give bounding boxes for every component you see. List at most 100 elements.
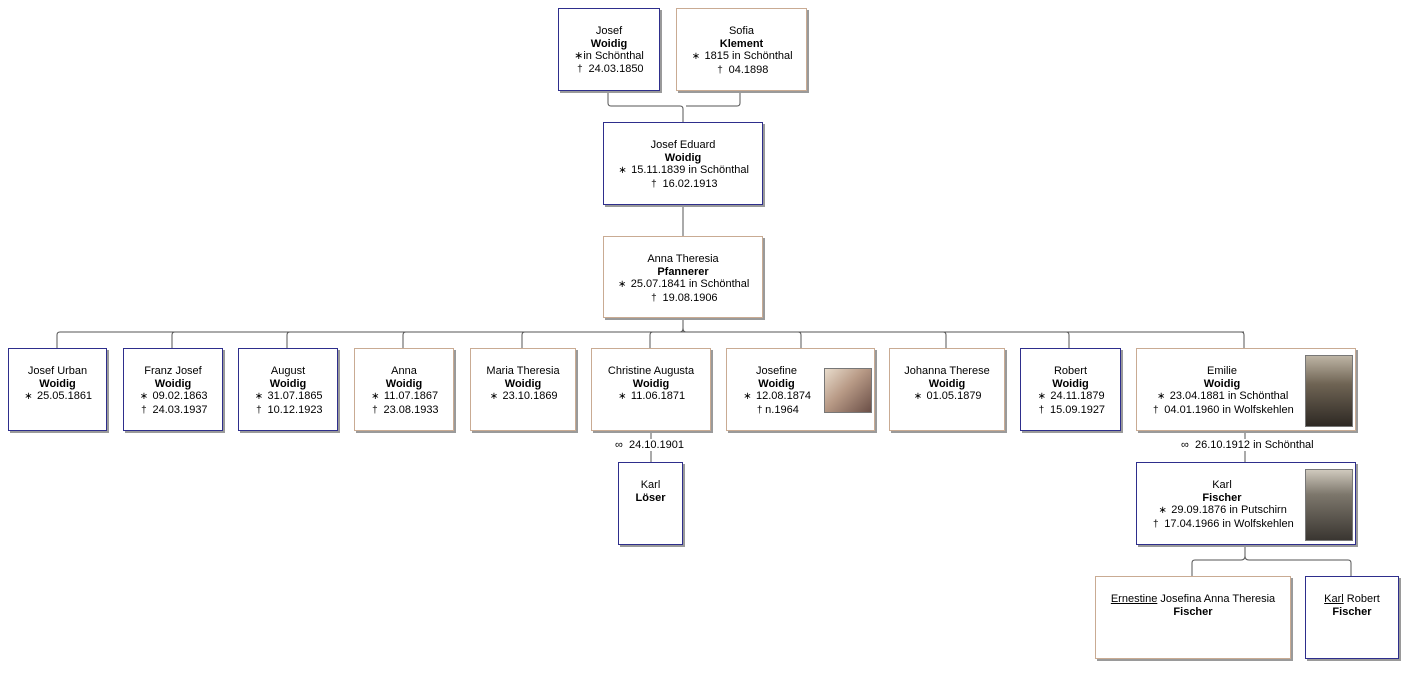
death-line: † 10.12.1923 xyxy=(239,404,337,418)
person-card-josefine[interactable]: Josefine Woidig ∗ 12.08.1874 †n.1964 xyxy=(726,348,875,431)
death-icon: † xyxy=(577,63,583,75)
person-card-anna-theresia[interactable]: Anna Theresia Pfannerer ∗ 25.07.1841 in … xyxy=(603,236,763,318)
given-name: Ernestine Josefina Anna Theresia xyxy=(1110,593,1276,605)
family-name: Woidig xyxy=(664,151,702,164)
person-card-ernestine[interactable]: Ernestine Josefina Anna Theresia Fischer xyxy=(1095,576,1291,659)
person-card-sofia[interactable]: Sofia Klement ∗ 1815 in Schönthal † 04.1… xyxy=(676,8,807,91)
connector-child-7 xyxy=(797,331,802,348)
birth-line: ∗ 25.05.1861 xyxy=(24,390,93,402)
family-name: Klement xyxy=(719,37,764,50)
given-name: Emilie xyxy=(1207,365,1237,377)
birth-line: ∗in Schönthal xyxy=(574,50,644,62)
family-name: Löser xyxy=(635,491,666,504)
birth-icon: ∗ xyxy=(24,391,33,402)
given-name: Sofia xyxy=(728,25,755,37)
family-name: Woidig xyxy=(1052,377,1089,390)
given-name: Josefine xyxy=(756,365,797,377)
death-icon: † xyxy=(141,404,147,416)
connector-sofia xyxy=(686,90,741,107)
birth-icon: ∗ xyxy=(371,391,380,402)
person-card-karl-fischer[interactable]: Karl Fischer ∗ 29.09.1876 in Putschirn †… xyxy=(1136,462,1356,545)
person-card-josef-urban[interactable]: Josef Urban Woidig ∗ 25.05.1861 xyxy=(8,348,107,431)
given-name: Franz Josef xyxy=(144,365,202,377)
family-name: Fischer xyxy=(1202,491,1242,504)
person-card-anna[interactable]: Anna Woidig ∗ 11.07.1867 † 23.08.1933 xyxy=(354,348,454,431)
birth-icon: ∗ xyxy=(617,279,627,290)
person-card-christine-augusta[interactable]: Christine Augusta Woidig ∗ 11.06.1871 xyxy=(591,348,711,431)
birth-line: ∗ 24.11.1879 xyxy=(1037,390,1105,402)
given-name: August xyxy=(270,365,306,377)
birth-line: ∗ 25.07.1841 in Schönthal xyxy=(617,278,750,290)
connector-child-9 xyxy=(1065,331,1070,348)
death-icon: † xyxy=(1152,518,1159,530)
birth-icon: ∗ xyxy=(618,391,627,402)
connector-fischer-children xyxy=(1191,544,1352,576)
connector-children-bus xyxy=(60,317,1244,333)
connector-child-4 xyxy=(402,331,407,348)
death-line: † 23.08.1933 xyxy=(355,404,453,418)
family-name: Woidig xyxy=(758,377,795,390)
person-card-josef-eduard[interactable]: Josef Eduard Woidig ∗ 15.11.1839 in Schö… xyxy=(603,122,763,205)
portrait-photo[interactable] xyxy=(1305,355,1353,427)
death-icon: † xyxy=(717,64,723,76)
given-name: Josef Eduard xyxy=(650,139,716,151)
portrait-photo[interactable] xyxy=(824,368,872,413)
given-name: Robert xyxy=(1053,365,1088,377)
death-icon: † xyxy=(372,404,378,416)
person-card-august[interactable]: August Woidig ∗ 31.07.1865 † 10.12.1923 xyxy=(238,348,338,431)
birth-line: ∗ 09.02.1863 xyxy=(139,390,208,402)
family-name: Woidig xyxy=(154,377,192,390)
marriage-icon: ∞ xyxy=(1181,439,1189,451)
person-card-robert[interactable]: Robert Woidig ∗ 24.11.1879 † 15.09.1927 xyxy=(1020,348,1121,431)
given-name: Karl Robert xyxy=(1324,593,1380,605)
birth-icon: ∗ xyxy=(1156,391,1166,402)
family-name: Fischer xyxy=(1173,605,1213,618)
birth-icon: ∗ xyxy=(574,50,584,62)
connector-child-8 xyxy=(942,331,947,348)
birth-line: ∗ 29.09.1876 in Putschirn xyxy=(1158,504,1287,516)
family-name: Pfannerer xyxy=(657,265,709,278)
connector-child-3 xyxy=(286,331,291,348)
connector-child-1 xyxy=(56,331,61,348)
death-line: † 15.09.1927 xyxy=(1021,404,1120,418)
birth-line: ∗ 23.10.1869 xyxy=(489,390,558,402)
connector-josef xyxy=(607,90,684,122)
person-card-emilie[interactable]: Emilie Woidig ∗ 23.04.1881 in Schönthal … xyxy=(1136,348,1356,431)
birth-icon: ∗ xyxy=(618,165,627,176)
birth-icon: ∗ xyxy=(139,391,149,402)
family-name: Woidig xyxy=(632,377,670,390)
person-card-franz-josef[interactable]: Franz Josef Woidig ∗ 09.02.1863 † 24.03.… xyxy=(123,348,223,431)
marriage-icon: ∞ xyxy=(615,439,623,451)
birth-line: ∗ 1815 in Schönthal xyxy=(691,50,793,62)
birth-line: ∗ 31.07.1865 xyxy=(254,390,323,402)
given-name: Johanna Therese xyxy=(904,365,990,377)
person-card-johanna-therese[interactable]: Johanna Therese Woidig ∗ 01.05.1879 xyxy=(889,348,1005,431)
family-name: Fischer xyxy=(1332,605,1372,618)
marriage-label-christine: ∞ 24.10.1901 xyxy=(612,439,688,451)
death-line: † 16.02.1913 xyxy=(604,178,762,192)
portrait-photo[interactable] xyxy=(1305,469,1353,541)
family-name: Woidig xyxy=(385,377,423,390)
death-line: † 19.08.1906 xyxy=(604,292,762,306)
birth-icon: ∗ xyxy=(913,391,923,402)
birth-icon: ∗ xyxy=(1037,391,1047,402)
death-line: † 24.03.1850 xyxy=(559,63,659,77)
person-card-karl-loeser[interactable]: Karl Löser xyxy=(618,462,683,545)
person-card-josef[interactable]: Josef Woidig ∗in Schönthal † 24.03.1850 xyxy=(558,8,660,91)
person-card-maria-theresia[interactable]: Maria Theresia Woidig ∗ 23.10.1869 xyxy=(470,348,576,431)
birth-line: ∗ 11.06.1871 xyxy=(618,390,686,402)
birth-line: ∗ 15.11.1839 in Schönthal xyxy=(618,164,749,176)
given-name: Karl xyxy=(640,479,661,491)
family-name: Woidig xyxy=(269,377,307,390)
birth-line: ∗ 12.08.1874 xyxy=(743,390,812,402)
death-icon: † xyxy=(651,178,657,190)
birth-icon: ∗ xyxy=(254,391,264,402)
connector-child-5 xyxy=(521,331,526,348)
given-name: Josef Urban xyxy=(27,365,88,377)
death-icon: † xyxy=(256,404,262,416)
death-icon: † xyxy=(1038,404,1045,416)
person-card-karl-robert[interactable]: Karl Robert Fischer xyxy=(1305,576,1399,659)
family-name: Woidig xyxy=(504,377,542,390)
marriage-label-emilie: ∞ 26.10.1912 in Schönthal xyxy=(1178,439,1317,451)
